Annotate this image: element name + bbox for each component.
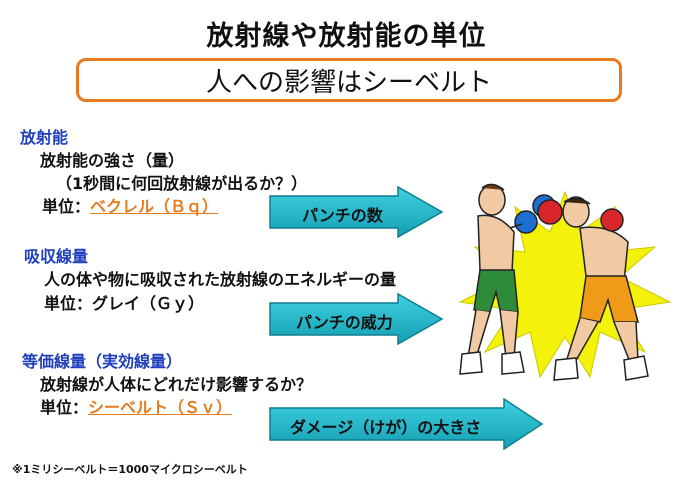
unit-prefix: 単位： <box>44 294 93 313</box>
section-unit-absorbed-dose: 単位：グレイ（Ｇｙ） <box>44 290 204 314</box>
arrow-label-punch-power: パンチの威力 <box>296 313 393 332</box>
arrow-punch-count: パンチの数 <box>268 186 444 238</box>
unit-value-gray: グレイ（Ｇｙ） <box>92 294 205 313</box>
boxing-illustration-svg <box>458 183 672 381</box>
boxer-right <box>537 196 649 381</box>
section-unit-radioactivity: 単位：ベクレル（Ｂｑ） <box>42 193 218 217</box>
subtitle-box: 人への影響はシーベルト <box>76 58 622 102</box>
section-line-absorbed-dose-1: 人の体や物に吸収された放射線のエネルギーの量 <box>44 270 397 289</box>
footnote: ※1ミリシーベルト＝1000マイクロシーベルト <box>12 463 248 476</box>
arrow-shape <box>269 186 444 238</box>
subtitle-text: 人への影響はシーベルト <box>205 67 492 98</box>
boxing-punch-illustration <box>440 172 690 402</box>
section-heading-absorbed-dose: 吸収線量 <box>24 247 89 266</box>
arrow-label-damage-size: ダメージ（けが）の大きさ <box>290 418 482 437</box>
page-title: 放射線や放射能の単位 <box>206 21 487 52</box>
section-line-radioactivity-1: 放射能の強さ（量） <box>40 151 185 170</box>
section-heading-equivalent-dose: 等価線量（実効線量） <box>22 352 183 371</box>
unit-prefix: 単位： <box>42 197 91 216</box>
arrow-punch-power: パンチの威力 <box>268 293 444 345</box>
arrow-damage-size: ダメージ（けが）の大きさ <box>268 398 544 450</box>
arrow-label-punch-count: パンチの数 <box>302 206 383 225</box>
unit-value-becquerel[interactable]: ベクレル（Ｂｑ） <box>90 197 219 216</box>
unit-value-sievert[interactable]: シーベルト（Ｓｖ） <box>88 398 233 417</box>
section-heading-radioactivity: 放射能 <box>20 128 69 147</box>
boxer-left <box>459 183 556 375</box>
section-unit-equivalent-dose: 単位：シーベルト（Ｓｖ） <box>40 394 232 418</box>
section-line-equivalent-dose-1: 放射線が人体にどれだけ影響するか？ <box>40 375 313 394</box>
arrow-shape <box>269 398 544 450</box>
arrow-shape <box>269 293 444 345</box>
unit-prefix: 単位： <box>40 398 89 417</box>
section-line-radioactivity-2: （1秒間に何回放射線が出るか？） <box>56 174 308 193</box>
